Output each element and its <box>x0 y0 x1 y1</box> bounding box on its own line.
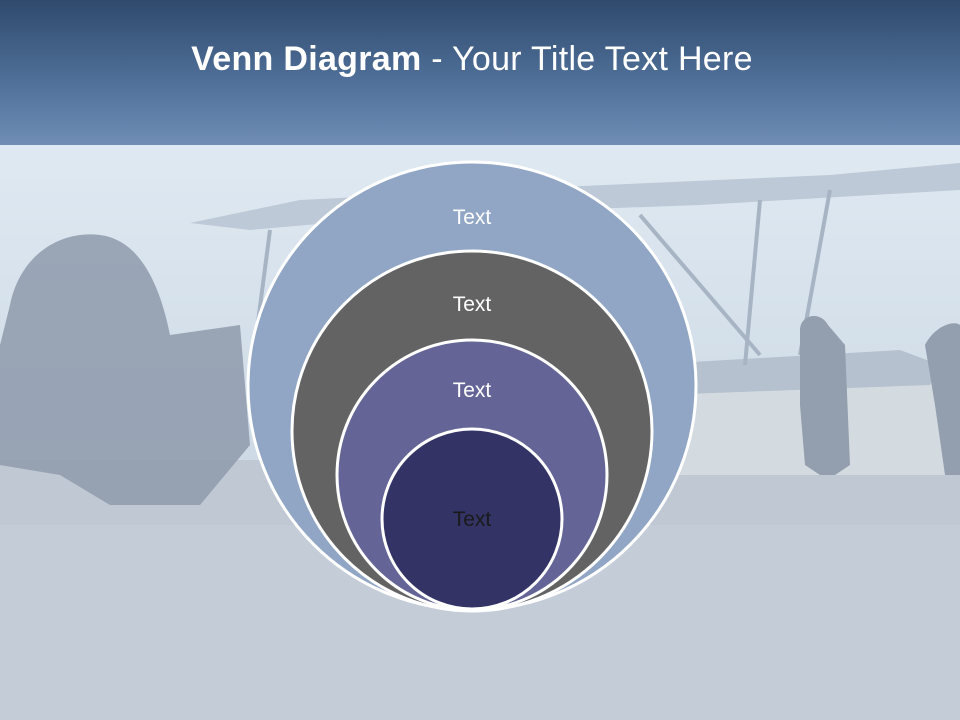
outer-circle-label: Text <box>453 206 492 229</box>
slide-title[interactable]: Venn Diagram - Your Title Text Here <box>0 40 944 79</box>
inner-circle-label: Text <box>453 508 492 531</box>
title-bold: Venn Diagram <box>191 40 422 78</box>
third-circle-label: Text <box>453 379 492 402</box>
second-circle-label: Text <box>453 293 492 316</box>
title-banner <box>0 0 960 145</box>
title-rest: - Your Title Text Here <box>421 40 753 78</box>
inner-circle[interactable] <box>380 427 564 611</box>
